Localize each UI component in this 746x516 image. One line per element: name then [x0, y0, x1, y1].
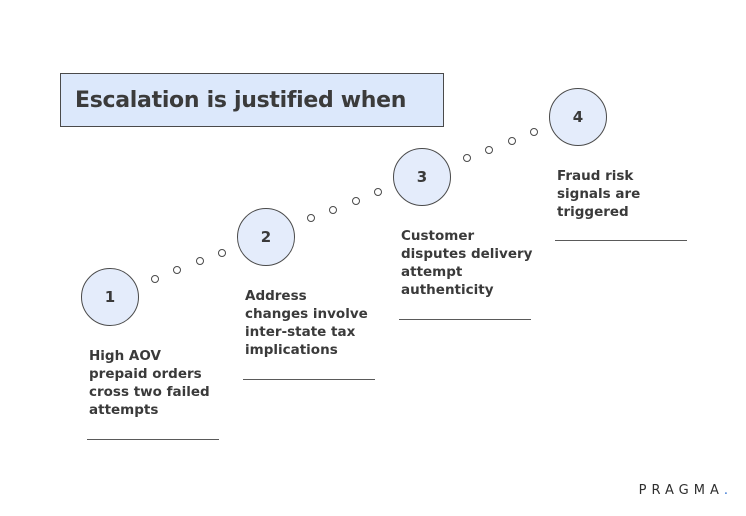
- step-3-number: 3: [416, 168, 428, 186]
- connector-dot: [374, 188, 382, 196]
- connector-dot: [508, 137, 516, 145]
- connector-dot: [530, 128, 538, 136]
- step-3-underline: [399, 319, 531, 320]
- step-2-number: 2: [260, 228, 272, 246]
- logo-text: PRAGMA: [638, 483, 724, 498]
- step-1-underline: [87, 439, 219, 440]
- connector-dot: [485, 146, 493, 154]
- connector-dot: [307, 214, 315, 222]
- step-1-circle: 1: [81, 268, 139, 326]
- step-4-label: Fraud risk signals are triggered: [557, 168, 641, 220]
- step-3-label: Customer disputes delivery attempt authe…: [401, 228, 533, 298]
- step-4-number: 4: [572, 108, 584, 126]
- pragma-logo: PRAGMA.: [639, 483, 728, 498]
- step-2-label: Address changes involve inter-state tax …: [245, 288, 368, 358]
- connector-dot: [151, 275, 159, 283]
- step-3-circle: 3: [393, 148, 451, 206]
- step-4-circle: 4: [549, 88, 607, 146]
- step-4-underline: [555, 240, 687, 241]
- step-1-number: 1: [104, 288, 116, 306]
- step-2-underline: [243, 379, 375, 380]
- title-box: Escalation is justified when: [60, 73, 444, 127]
- connector-dot: [196, 257, 204, 265]
- step-2-circle: 2: [237, 208, 295, 266]
- diagram-title: Escalation is justified when: [75, 87, 407, 113]
- logo-dot: .: [723, 483, 728, 498]
- connector-dot: [352, 197, 360, 205]
- step-1-label: High AOV prepaid orders cross two failed…: [89, 348, 210, 418]
- connector-dot: [173, 266, 181, 274]
- connector-dot: [463, 154, 471, 162]
- connector-dot: [218, 249, 226, 257]
- connector-dot: [329, 206, 337, 214]
